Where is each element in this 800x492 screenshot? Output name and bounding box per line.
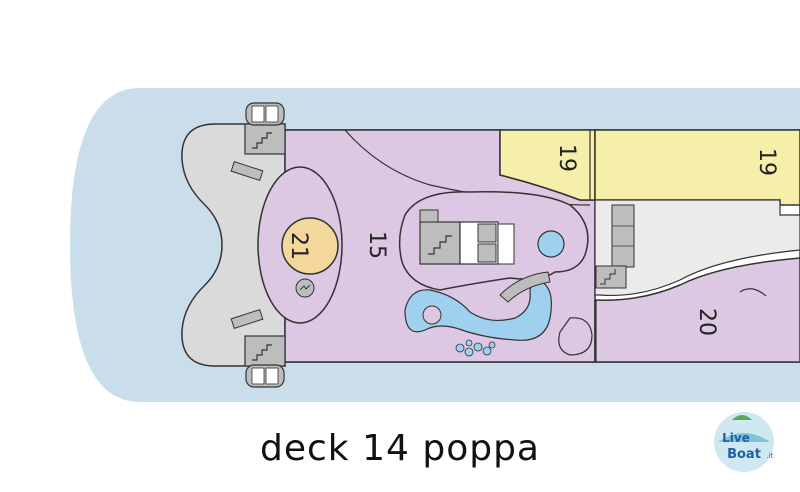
stern-lift-upper-door-a — [251, 105, 265, 123]
round-pool — [537, 230, 565, 258]
stair-corridor-symbol — [600, 269, 616, 285]
stair-symbol — [428, 235, 452, 255]
whirlpools — [455, 339, 496, 357]
stern-lift-lower-door-b — [265, 367, 279, 385]
svg-text:Live: Live — [722, 431, 750, 445]
stair-corridor — [595, 265, 627, 289]
restroom-column — [611, 204, 635, 268]
pool-island — [422, 305, 442, 325]
lift-b — [477, 243, 497, 263]
lift-c — [497, 223, 515, 265]
zone-19a-label: 19 — [554, 144, 579, 172]
zone-19b-label: 19 — [754, 148, 779, 176]
zone-19a-area — [499, 129, 596, 201]
seating-curve — [558, 317, 593, 356]
svg-text:Boat: Boat — [727, 447, 761, 462]
zone-15-label: 15 — [364, 231, 389, 259]
liveboat-logo: Live Boat .it — [714, 412, 774, 472]
stern-stair-upper-symbol — [252, 132, 272, 149]
lift-symbol — [299, 284, 311, 291]
ramp-upper — [230, 160, 264, 182]
zone-20-feature — [739, 288, 767, 297]
stern-lift-lower-door-a — [251, 367, 265, 385]
zone-21-label: 21 — [286, 232, 311, 260]
svg-text:.it: .it — [767, 452, 774, 460]
ramp-lower — [230, 308, 264, 330]
stern-lift-upper-door-b — [265, 105, 279, 123]
zone-21-area — [281, 217, 339, 275]
stern-stair-lower — [244, 335, 286, 367]
stern-stair-upper — [244, 123, 286, 155]
deck-caption: deck 14 poppa — [260, 428, 540, 469]
stern-terrace — [181, 123, 286, 367]
water-slide — [499, 271, 551, 303]
corridor — [594, 199, 800, 296]
stern-stair-lower-symbol — [252, 344, 272, 361]
zone-20-label: 20 — [694, 308, 719, 336]
zone-20-area — [594, 257, 800, 363]
stair-landing — [419, 209, 439, 223]
lift-a — [477, 223, 497, 243]
